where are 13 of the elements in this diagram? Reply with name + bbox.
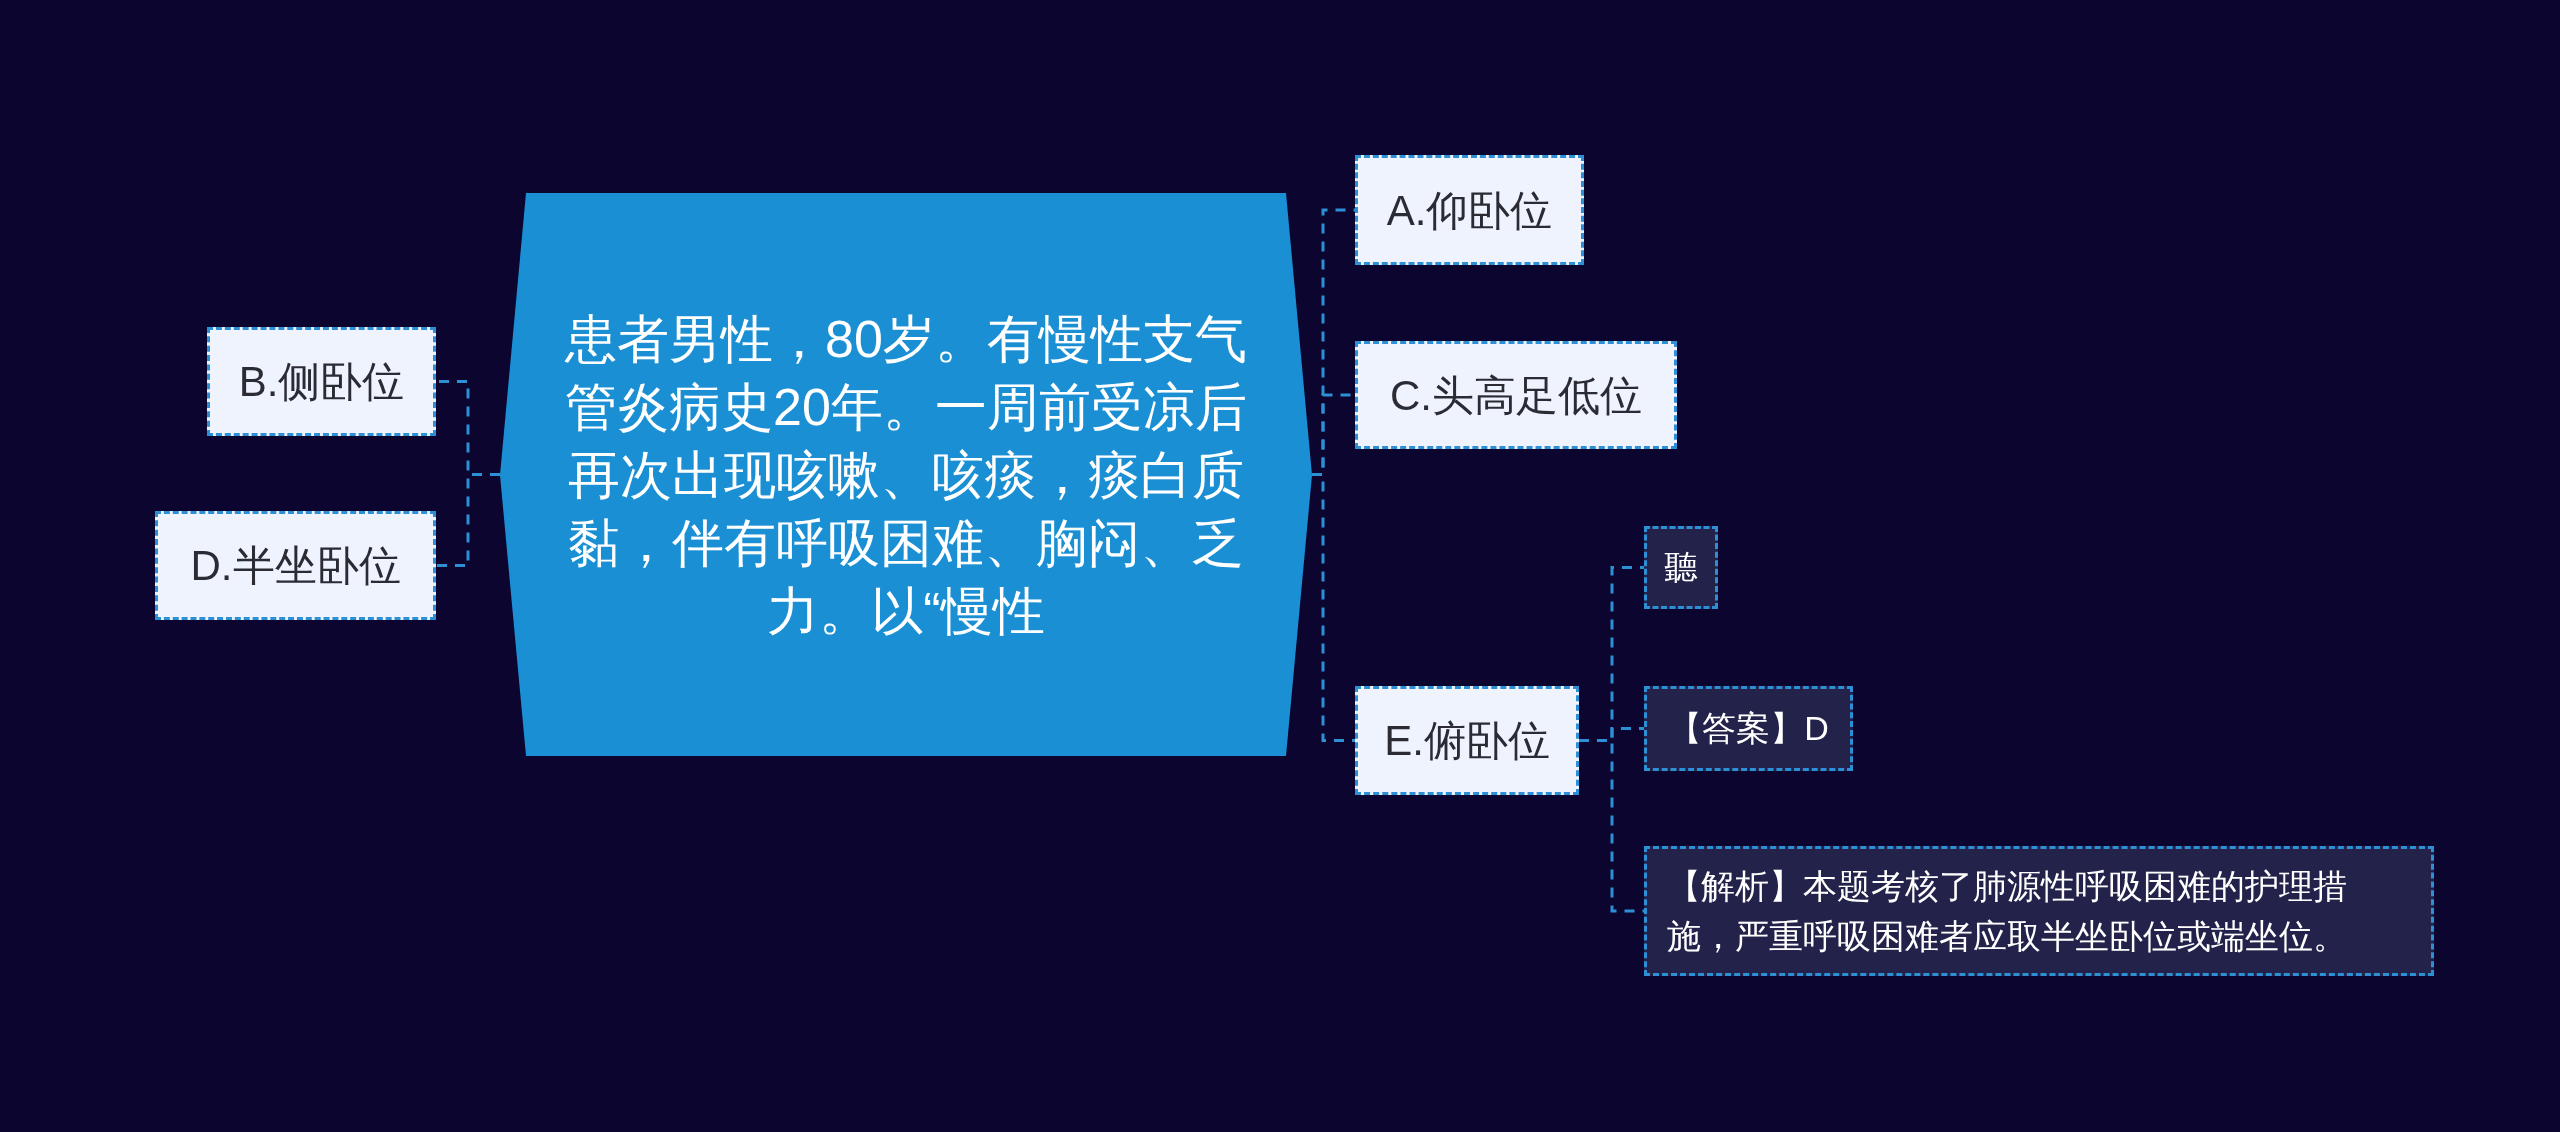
option-box: D.半坐卧位 (155, 511, 436, 620)
note-box: 聽 (1644, 526, 1718, 609)
connector (436, 473, 500, 567)
note-box: 【解析】本题考核了肺源性呼吸困难的护理措施，严重呼吸困难者应取半坐卧位或端坐位。 (1644, 846, 2434, 976)
connector (1579, 739, 1644, 913)
note-box: 【答案】D (1644, 686, 1853, 771)
option-box: E.俯卧位 (1355, 686, 1579, 795)
option-box: C.头高足低位 (1355, 341, 1677, 449)
connector (1312, 473, 1355, 742)
topic-node (500, 193, 1312, 756)
option-box: B.侧卧位 (207, 327, 436, 436)
topic-text: 患者男性，80岁。有慢性支气管炎病史20年。一周前受凉后再次出现咳嗽、咳痰，痰白质黏，伴有呼吸困难、胸闷、乏力。以“慢性 (564, 308, 1248, 642)
option-box: A.仰卧位 (1355, 155, 1584, 265)
